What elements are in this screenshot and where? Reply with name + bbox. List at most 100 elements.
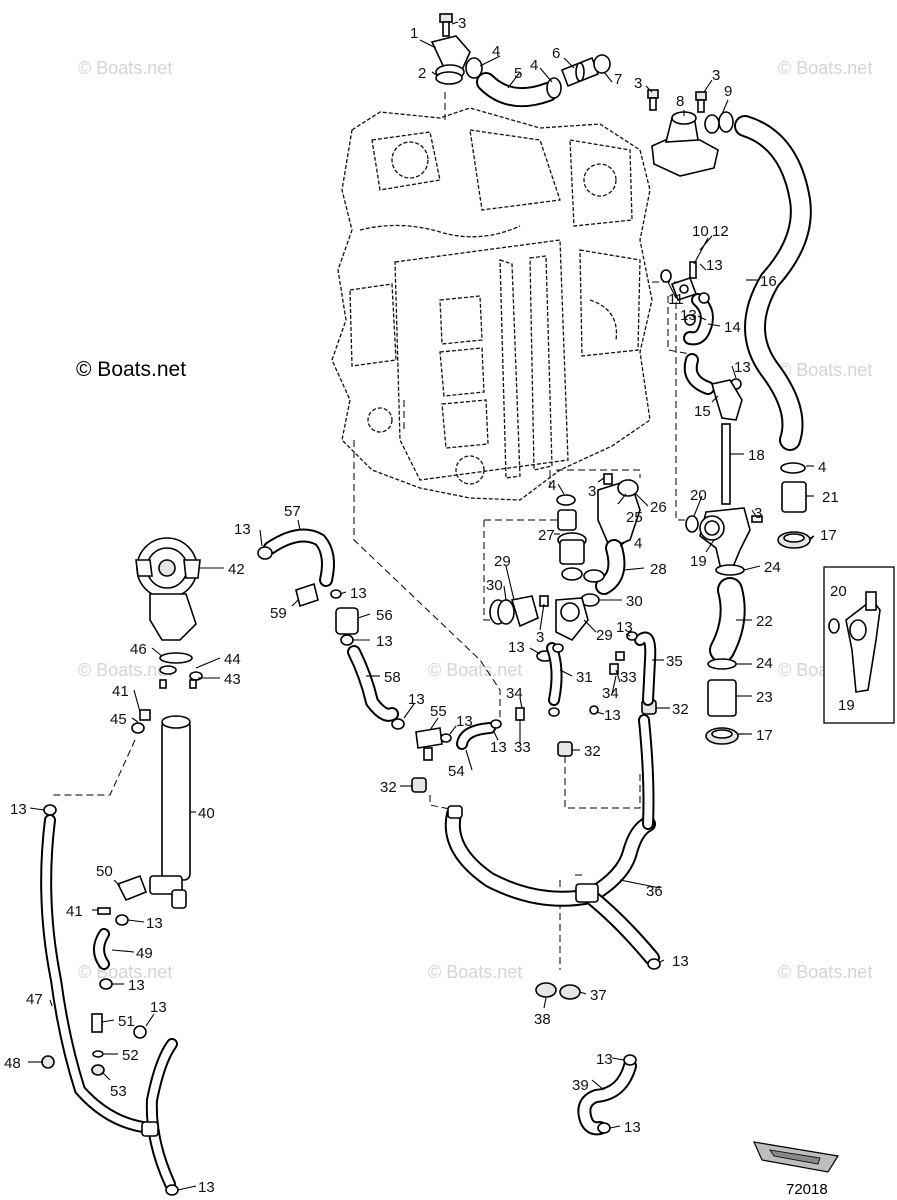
watermark: © Boats.net [778, 962, 872, 982]
right-hose-assembly [660, 261, 811, 745]
callout-label: 24 [764, 559, 781, 576]
callout-label: 30 [626, 593, 643, 610]
callout-label: 49 [136, 945, 153, 962]
callout-label: 3 [634, 75, 642, 92]
callout-label: 45 [110, 711, 127, 728]
callout-label: 21 [822, 489, 839, 506]
callout-label: 13 [146, 915, 163, 932]
callout-label: 33 [514, 739, 531, 756]
callout-label: 29 [494, 553, 511, 570]
callout-label: 36 [646, 883, 663, 900]
callout-label: 50 [96, 863, 113, 880]
callout-label: 59 [270, 605, 287, 622]
callout-label: 2 [418, 65, 426, 82]
callout-label: 13 [150, 999, 167, 1016]
callout-label: 4 [492, 43, 500, 60]
callout-label: 54 [448, 763, 465, 780]
callout-label: 27 [538, 527, 555, 544]
callout-label: 44 [224, 651, 241, 668]
callout-label: 16 [760, 273, 777, 290]
center-fitting-assembly [489, 473, 657, 757]
callout-label: 43 [224, 671, 241, 688]
callout-label: 13 [376, 633, 393, 650]
leader-lines [28, 21, 815, 1191]
callout-label: 34 [602, 685, 619, 702]
callout-label: 4 [530, 57, 538, 74]
callout-label: 17 [820, 527, 837, 544]
copyright-notice: © Boats.net [76, 358, 186, 381]
callout-label: 13 [234, 521, 251, 538]
watermark: © Boats.net [78, 58, 172, 78]
callout-label: 57 [284, 503, 301, 520]
callout-label: 3 [754, 505, 762, 522]
callout-label: 13 [706, 257, 723, 274]
callout-label: 47 [26, 991, 43, 1008]
callout-label: 35 [666, 653, 683, 670]
callout-label: 13 [198, 1179, 215, 1196]
callout-label: 38 [534, 1011, 551, 1028]
top-hose-assembly [430, 13, 812, 451]
callout-label: 39 [572, 1077, 589, 1094]
callout-label: 10 [692, 223, 709, 240]
callout-label: 3 [536, 629, 544, 646]
callout-label: 30 [486, 577, 503, 594]
boat-icon [752, 1141, 839, 1173]
callout-label: 9 [724, 83, 732, 100]
callout-label: 6 [552, 45, 560, 62]
callout-label: 41 [66, 903, 83, 920]
engine-block-illustration [331, 107, 653, 501]
figure-number: 72018 [786, 1181, 828, 1198]
callout-label: 13 [408, 691, 425, 708]
callout-label: 3 [588, 483, 596, 500]
callout-label: 13 [672, 953, 689, 970]
watermark: © Boats.net [778, 58, 872, 78]
callout-label: 41 [112, 683, 129, 700]
callout-label: 19 [690, 553, 707, 570]
callout-label: 4 [634, 535, 642, 552]
callout-label: 13 [616, 619, 633, 636]
callout-label: 33 [620, 669, 637, 686]
callout-label: 17 [756, 727, 773, 744]
detail-inset [823, 566, 895, 724]
callout-label: 3 [458, 15, 466, 32]
left-center-components [135, 528, 502, 793]
callout-label: 12 [712, 223, 729, 240]
watermark: © Boats.net [78, 660, 172, 680]
callout-label: 13 [128, 977, 145, 994]
callout-label: 40 [198, 805, 215, 822]
callout-label: 32 [584, 743, 601, 760]
callout-label: 26 [650, 499, 667, 516]
callout-label: 20 [690, 487, 707, 504]
callout-label: 58 [384, 669, 401, 686]
callout-label: 32 [672, 701, 689, 718]
callout-label: 28 [650, 561, 667, 578]
callout-label: 1 [410, 25, 418, 42]
callout-label: 4 [818, 459, 826, 476]
callout-label: 13 [350, 585, 367, 602]
callout-label: 13 [508, 639, 525, 656]
callout-label: 25 [626, 509, 643, 526]
watermark: © Boats.net [778, 360, 872, 380]
callout-label: 19 [838, 697, 855, 714]
callout-label: 4 [548, 477, 556, 494]
callout-label: 51 [118, 1013, 135, 1030]
callout-label: 13 [456, 713, 473, 730]
callout-label: 52 [122, 1047, 139, 1064]
watermark: © Boats.net [428, 660, 522, 680]
callout-label: 13 [680, 307, 697, 324]
watermark-layer: © Boats.net © Boats.net © Boats.net © Bo… [78, 58, 872, 982]
callout-label: 46 [130, 641, 147, 658]
callout-label: 18 [748, 447, 765, 464]
cooler-assembly [40, 709, 191, 1196]
callout-label: 53 [110, 1083, 127, 1100]
callout-label: 13 [10, 801, 27, 818]
callout-label: 31 [576, 669, 593, 686]
callout-label: 13 [624, 1119, 641, 1136]
callout-label: 5 [514, 65, 522, 82]
callout-label: 3 [712, 67, 720, 84]
callout-label: 13 [604, 707, 621, 724]
callout-label: 55 [430, 703, 447, 720]
callout-label: 15 [694, 403, 711, 420]
